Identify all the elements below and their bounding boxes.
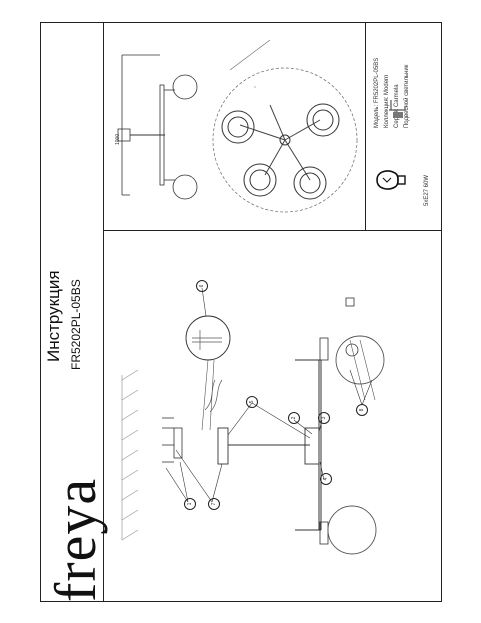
callout-5: 5: [246, 396, 258, 408]
callout-1: 1: [184, 498, 196, 510]
callout-4: 4: [320, 473, 332, 485]
lamp-type-icon: [389, 100, 406, 118]
spec-model: Модель: FR5202PL-05BS: [374, 57, 380, 128]
bulb-icon: [376, 170, 406, 190]
callout-3: 3: [318, 412, 330, 424]
page-border: [40, 22, 442, 602]
callout-6: 6: [196, 280, 208, 292]
callout-8: 8: [356, 404, 368, 416]
page-title: Инструкция: [44, 270, 63, 362]
column-divider: [103, 22, 104, 602]
bulb-spec: 5xE27 60W: [424, 174, 430, 206]
installation-diagram: [121, 287, 385, 555]
brand-logo: freya: [43, 477, 108, 602]
model-code: FR5202PL-05BS: [69, 279, 83, 370]
callout-2: 2: [288, 412, 300, 424]
top-view-drawing: [212, 39, 358, 213]
callout-7: 7: [208, 498, 220, 510]
section-divider: [103, 230, 441, 231]
side-view-drawing: [117, 54, 198, 200]
spec-divider: [365, 22, 366, 230]
